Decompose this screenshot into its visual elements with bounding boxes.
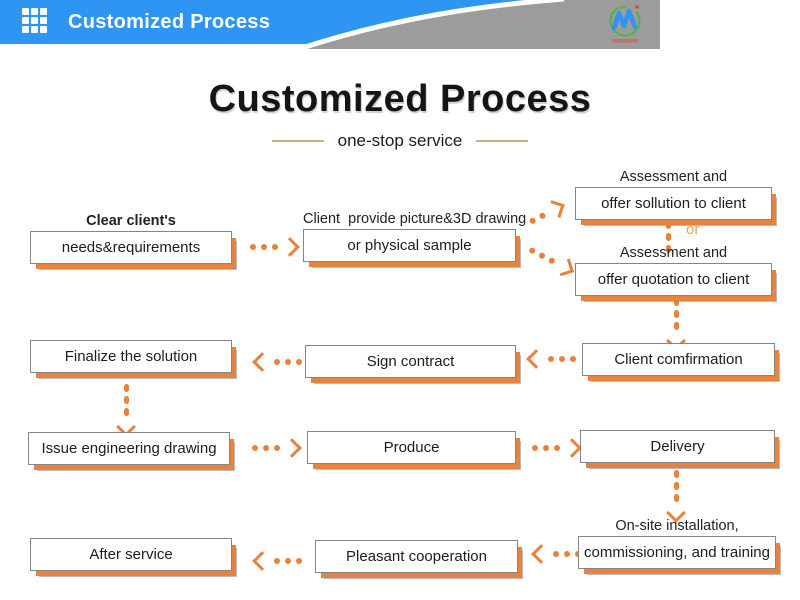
header-title: Customized Process	[68, 11, 271, 33]
node-box: offer quotation to client	[575, 263, 772, 296]
arrow-down-icon	[666, 470, 686, 523]
node-box: needs&requirements	[30, 231, 232, 264]
node-label-above: Client provide picture&3D drawing	[303, 211, 527, 227]
arrow-up-right-icon	[527, 200, 565, 229]
node-pleasant-cooperation: Pleasant cooperation	[315, 540, 518, 573]
node-box: Issue engineering drawing	[28, 432, 230, 465]
node-box: Finalize the solution	[30, 340, 232, 373]
node-box: offer sollution to client	[575, 187, 772, 220]
arrow-down-right-icon	[526, 243, 575, 277]
arrow-left-icon	[531, 544, 581, 564]
node-label-above: Assessment and	[619, 169, 728, 185]
node-box: Delivery	[580, 430, 775, 463]
arrow-right-icon	[532, 438, 582, 458]
arrow-left-icon	[252, 551, 302, 571]
node-label-above: Clear client's	[86, 213, 176, 229]
node-box: Produce	[307, 431, 516, 464]
node-assessment-quotation: Assessment and offer quotation to client	[575, 245, 772, 296]
node-finalize-solution: Finalize the solution	[30, 340, 232, 373]
company-logo-icon	[609, 5, 641, 43]
node-after-service: After service	[30, 538, 232, 571]
node-box: Sign contract	[305, 345, 516, 378]
node-onsite-installation: On-site installation, commissioning, and…	[578, 518, 776, 569]
page-title: Customized Process	[208, 78, 592, 120]
node-client-provide: Client provide picture&3D drawing or phy…	[303, 211, 527, 262]
arrow-left-icon	[526, 349, 576, 369]
node-box: After service	[30, 538, 232, 571]
node-delivery: Delivery	[580, 430, 775, 463]
node-box: Pleasant cooperation	[315, 540, 518, 573]
node-sign-contract: Sign contract	[305, 345, 516, 378]
arrow-left-icon	[252, 352, 302, 372]
node-client-confirmation: Client comfirmation	[582, 343, 775, 376]
subtitle-right-line	[476, 140, 529, 142]
node-box: Client comfirmation	[582, 343, 775, 376]
arrow-right-icon	[252, 438, 302, 458]
node-box: or physical sample	[303, 229, 516, 262]
node-box: commissioning, and training	[578, 536, 776, 569]
node-assessment-solution: Assessment and offer sollution to client	[575, 169, 772, 220]
arrow-down-icon	[666, 298, 686, 351]
page-subtitle: one-stop service	[337, 131, 463, 150]
node-produce: Produce	[307, 431, 516, 464]
arrow-down-icon	[116, 384, 136, 437]
page-subtitle-row: one-stop service	[0, 131, 800, 151]
header-swoosh	[296, 0, 660, 49]
arrow-right-icon	[250, 237, 300, 257]
node-issue-drawing: Issue engineering drawing	[28, 432, 230, 465]
node-label-above: Assessment and	[619, 245, 728, 261]
or-connector-icon	[666, 221, 671, 253]
or-label: or	[686, 221, 700, 238]
subtitle-left-line	[271, 140, 324, 142]
grid-icon	[22, 8, 47, 33]
node-label-above: On-site installation,	[615, 518, 739, 534]
node-clear-needs: Clear client's needs&requirements	[30, 213, 232, 264]
